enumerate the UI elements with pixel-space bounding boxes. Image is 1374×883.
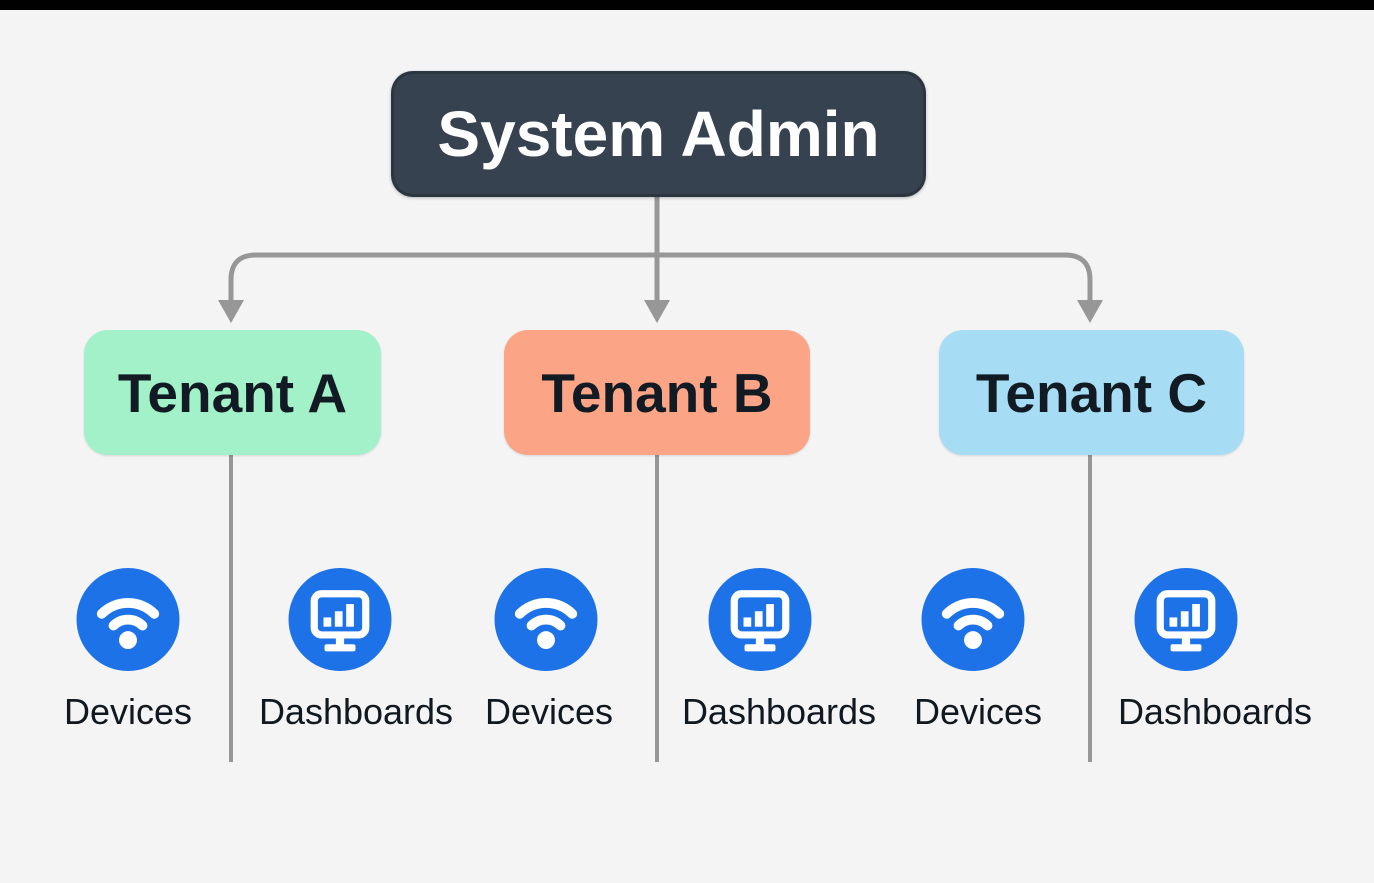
wifi-icon [494, 568, 598, 671]
arrowhead-b [644, 300, 670, 323]
node-system-admin-label: System Admin [437, 98, 880, 170]
leaf-label-devices: Devices [63, 691, 193, 732]
leaf-label-devices: Devices [913, 691, 1043, 732]
wifi-icon [76, 568, 180, 671]
leaf-label-dashboards: Dashboards [1117, 691, 1313, 732]
leaf-label-dashboards: Dashboards [681, 691, 877, 732]
arrowhead-c [1077, 300, 1103, 323]
monitor-chart-icon [708, 568, 812, 671]
node-system-admin: System Admin [391, 71, 926, 197]
node-tenant-c: Tenant C [939, 330, 1244, 455]
node-tenant-c-label: Tenant C [975, 361, 1208, 424]
monitor-chart-icon [1134, 568, 1238, 671]
node-tenant-b-label: Tenant B [541, 361, 773, 424]
leaf-label-devices: Devices [484, 691, 614, 732]
node-tenant-a-label: Tenant A [117, 361, 348, 424]
connector-root-to-c [657, 252, 1093, 302]
leaf-label-dashboards: Dashboards [258, 691, 454, 732]
node-tenant-a: Tenant A [84, 330, 381, 455]
connector-root-to-a [228, 252, 657, 302]
monitor-chart-icon [288, 568, 392, 671]
top-bar [0, 0, 1374, 10]
wifi-icon [921, 568, 1025, 671]
node-tenant-b: Tenant B [504, 330, 810, 455]
arrowhead-a [218, 300, 244, 323]
